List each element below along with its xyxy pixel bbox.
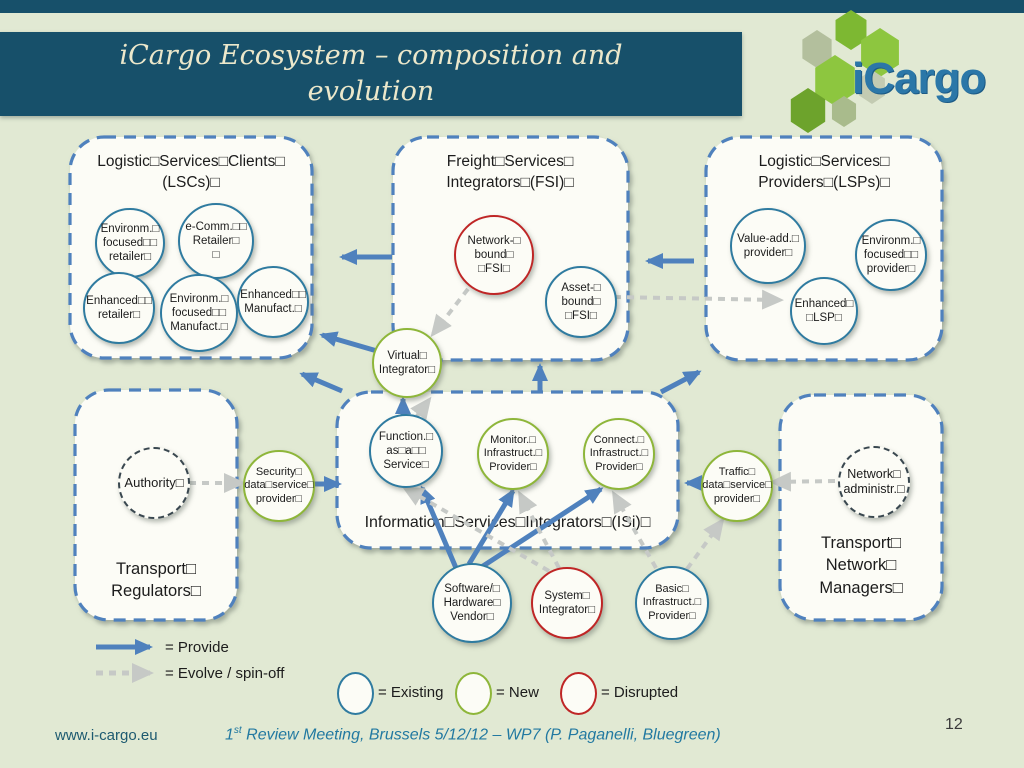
- evolve-arrow-function-to-virtual: [410, 396, 432, 421]
- footer-meeting-number: 1: [225, 726, 234, 744]
- node-system-integrator: System□ Integrator□: [531, 567, 603, 639]
- node-environm-focused-retailer: Environm.□ focused□□ retailer□: [95, 208, 165, 278]
- isi-box-title: Information□Services□Integrators□(ISi)□: [364, 514, 651, 531]
- legend-disrupted-label: = Disrupted: [601, 684, 679, 701]
- node-enhanced-lsp: Enhanced□ □LSP□: [790, 277, 858, 345]
- node-traffic-data-service-provider: Traffic□ data□service□ provider□: [701, 450, 773, 522]
- managers-box-title: Transport□ Network□ Managers□: [819, 534, 903, 597]
- node-function-as-a-service: Function.□ as□a□□ Service□: [369, 414, 443, 488]
- evolve-arrow-assetfsi-to-enhancedlsp: [613, 289, 784, 310]
- evolve-arrow-networkfsi-to-virtual: [430, 287, 470, 338]
- legend-existing-label: = Existing: [378, 684, 444, 701]
- provide-arrow-virtual-to-lsc: [319, 331, 378, 354]
- node-network-bound-fsi: Network-□ bound□ □FSI□: [454, 215, 534, 295]
- provide-arrow-isi-to-lsc: [299, 371, 343, 394]
- legend-existing-circle-icon: [337, 672, 374, 715]
- legend-new-circle-icon: [455, 672, 492, 715]
- node-network-administr: Network□ administr.□: [838, 446, 910, 518]
- node-environm-focused-manufact: Environm.□ focused□□ Manufact.□: [160, 274, 238, 352]
- provide-arrow-isi-to-lsp: [659, 369, 702, 395]
- lsp-box-title: Logistic□Services□ Providers□(LSPs)□: [758, 153, 890, 191]
- logo-wordmark: iCargo: [852, 54, 986, 103]
- slide-title-line2: evolution: [307, 76, 435, 107]
- node-virtual-integrator: Virtual□ Integrator□: [372, 328, 442, 398]
- page-number: 12: [945, 716, 963, 733]
- footer-meeting-info: 1st Review Meeting, Brussels 5/12/12 – W…: [225, 725, 721, 744]
- node-enhanced-retailer: Enhanced□□ retailer□: [83, 272, 155, 344]
- node-authority: Authority□: [118, 447, 190, 519]
- node-environm-focused-provider: Environm.□ focused□□ provider□: [855, 219, 927, 291]
- node-security-data-service-provider: Security□ data□service□ provider□: [243, 450, 315, 522]
- legend-evolve-label: = Evolve / spin-off: [165, 665, 285, 682]
- legend-new-label: = New: [496, 684, 539, 701]
- node-monitor-infrastruct-provider: Monitor.□ Infrastruct.□ Provider□: [477, 418, 549, 490]
- node-software-hardware-vendor: Software/□ Hardware□ Vendor□: [432, 563, 512, 643]
- node-asset-bound-fsi: Asset-□ bound□ □FSI□: [545, 266, 617, 338]
- logo-hexagon-icon: [859, 70, 885, 104]
- regulators-box-title: Transport□ Regulators□: [111, 560, 201, 601]
- node-enhanced-manufact: Enhanced□□ Manufact.□: [237, 266, 309, 338]
- top-accent-bar: [0, 0, 1024, 13]
- evolve-arrow-basic-to-traffic: [685, 517, 725, 571]
- node-value-add-provider: Value-add.□ provider□: [730, 208, 806, 284]
- node-connect-infrastruct-provider: Connect.□ Infrastruct.□ Provider□: [583, 418, 655, 490]
- title-banner: iCargo Ecosystem – composition and evolu…: [0, 32, 742, 116]
- node-ecomm-retailer: e-Comm.□□ Retailer□ □: [178, 203, 254, 279]
- footer-meeting-text: Review Meeting, Brussels 5/12/12 – WP7 (…: [241, 726, 721, 744]
- footer-meeting-ordinal: st: [233, 725, 242, 736]
- legend-disrupted-circle-icon: [560, 672, 597, 715]
- evolve-arrow-netadmin-to-traffic: [769, 471, 836, 492]
- legend-provide-label: = Provide: [165, 639, 229, 656]
- lsc-box-title: Logistic□Services□Clients□ (LSCs)□: [97, 153, 285, 191]
- node-basic-infrastruct-provider: Basic□ Infrastruct.□ Provider□: [635, 566, 709, 640]
- footer-website: www.i-cargo.eu: [55, 727, 158, 744]
- slide-title-line1: iCargo Ecosystem – composition and: [119, 40, 623, 71]
- fsi-box-title: Freight□Services□ Integrators□(FSI)□: [446, 153, 574, 191]
